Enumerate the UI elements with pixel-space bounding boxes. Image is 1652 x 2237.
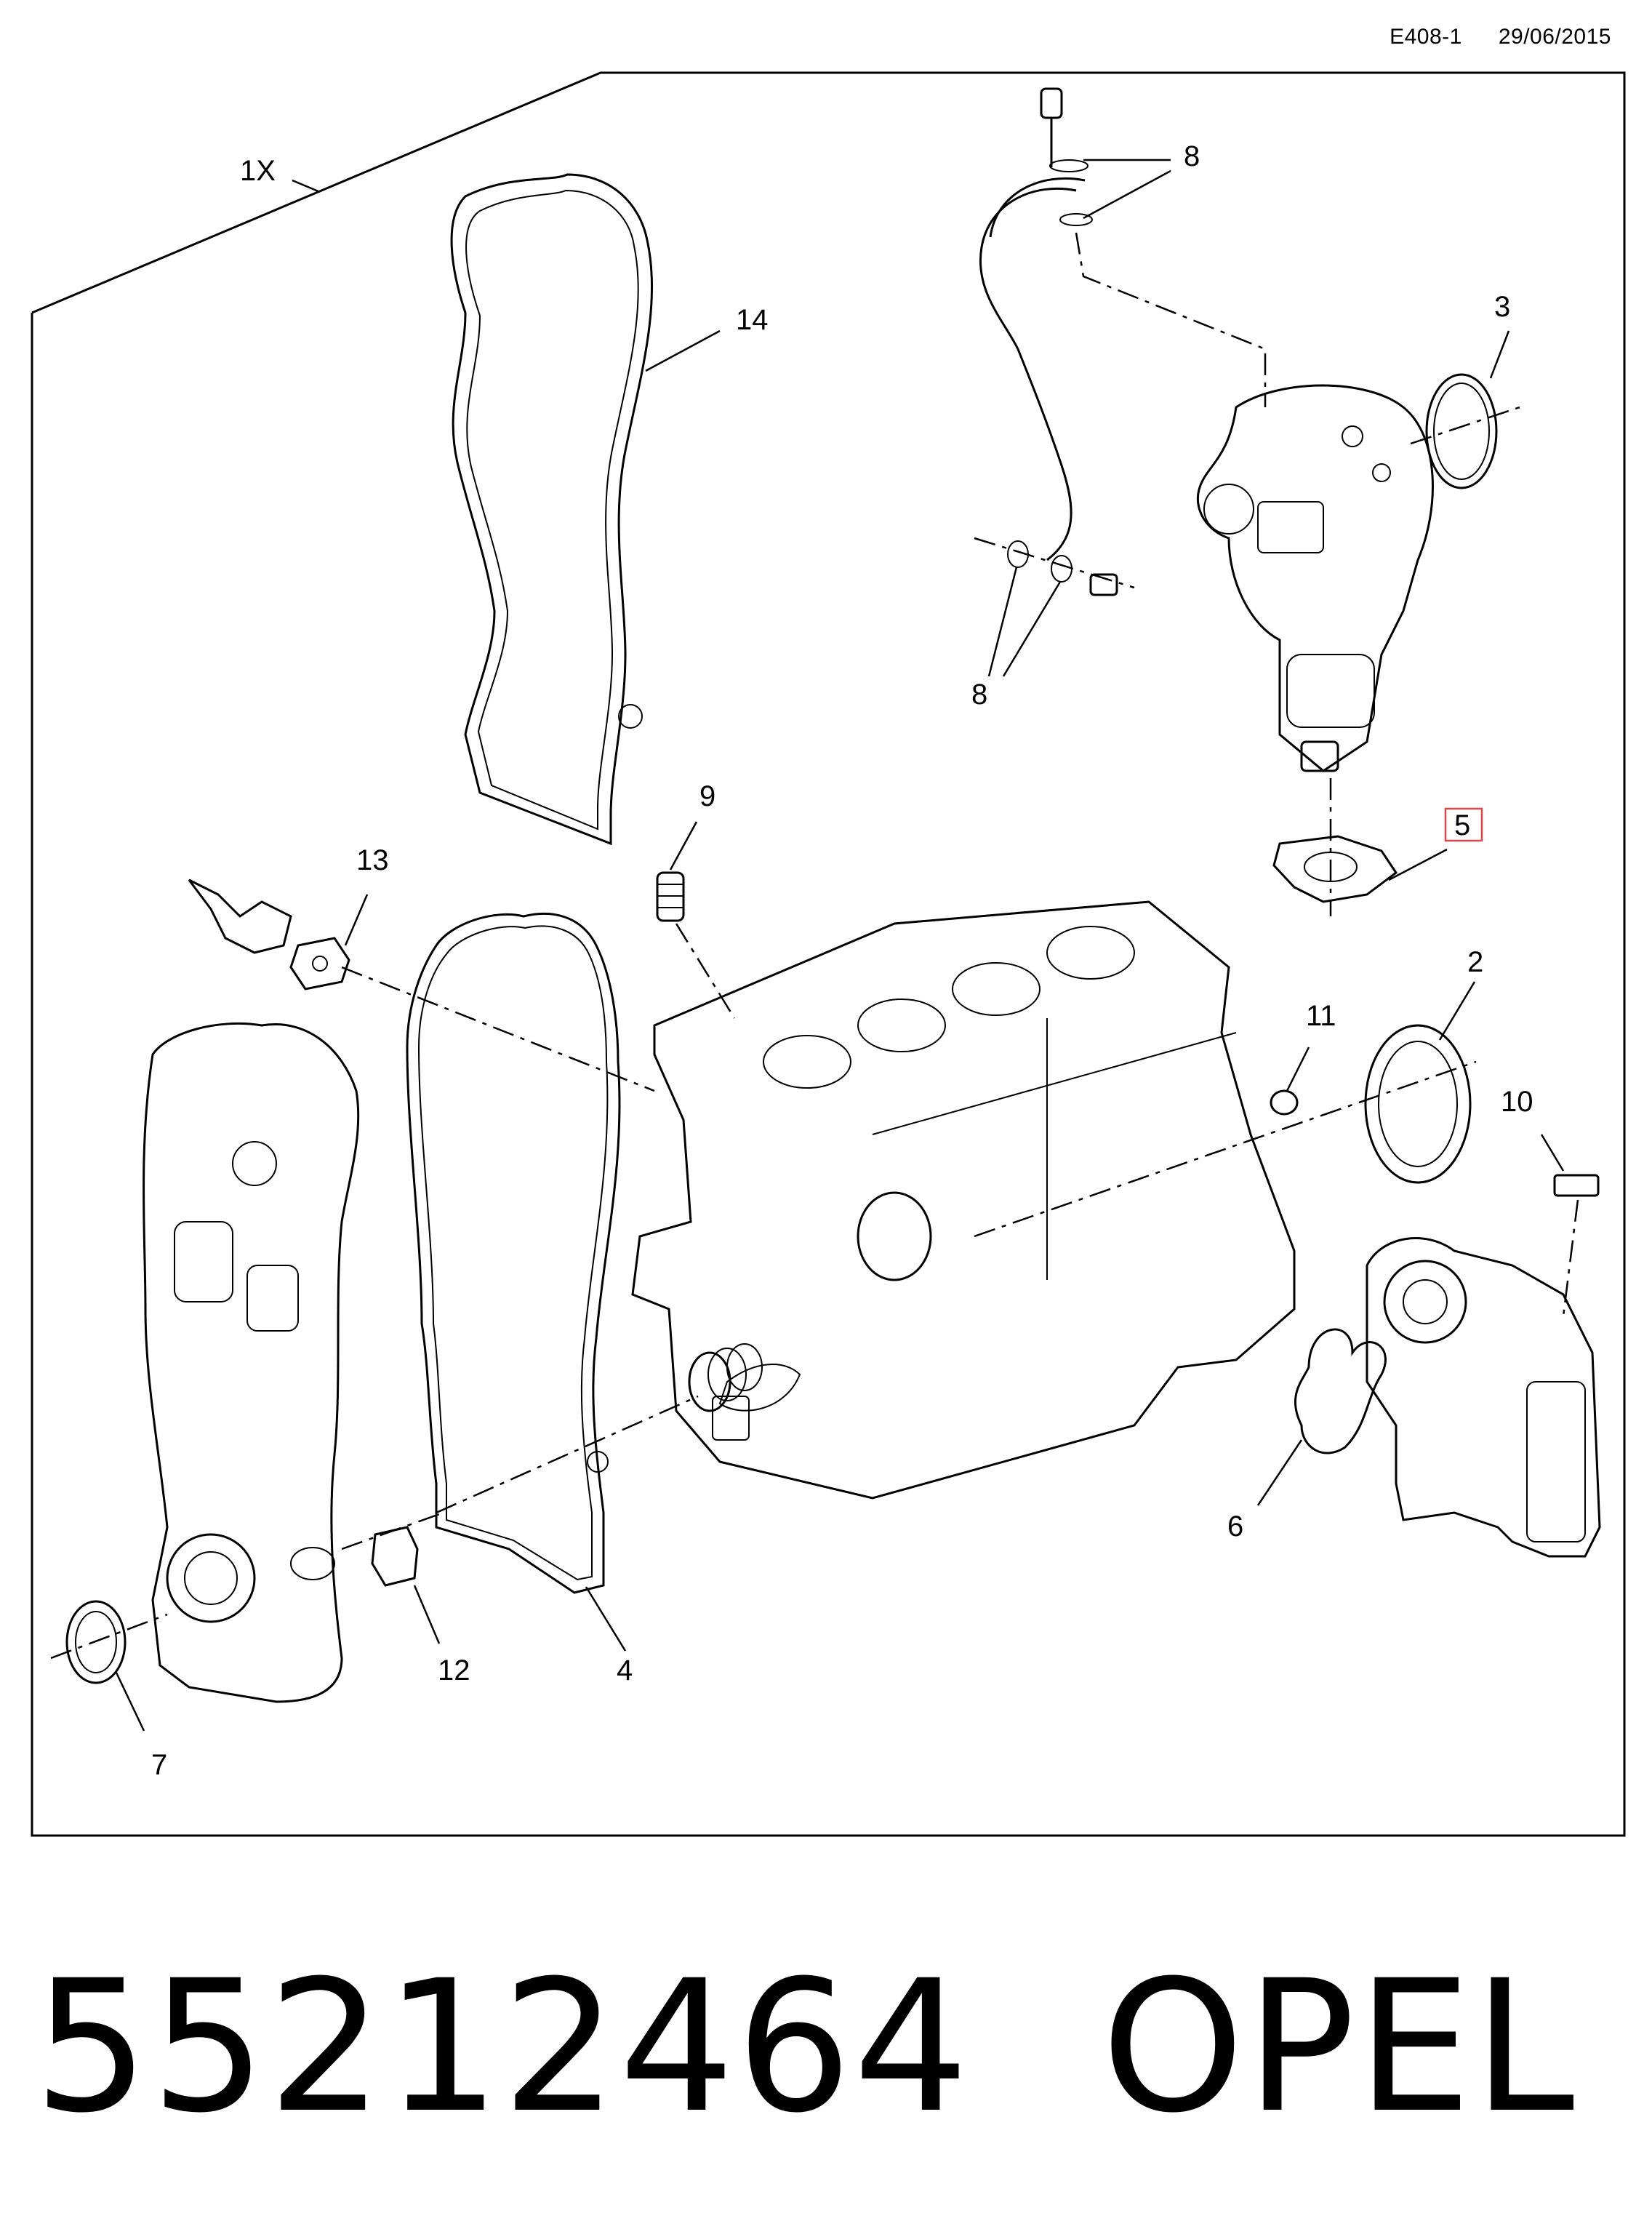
diagram-date: 29/06/2015 [1498, 25, 1611, 49]
leader-8b-1 [987, 567, 1018, 677]
leader-6 [1256, 1439, 1303, 1506]
callout-9: 9 [699, 780, 715, 812]
part-clip [1553, 1174, 1600, 1197]
axis-block-cover [436, 1395, 699, 1514]
callout-4: 4 [617, 1654, 633, 1686]
part-front-timing-cover [143, 1022, 360, 1703]
part-crank-seal-right [1364, 1024, 1472, 1184]
leader-13 [344, 894, 369, 946]
part-sealing-ring [1425, 373, 1498, 489]
callout-2: 2 [1467, 946, 1483, 978]
part-oil-filter-housing [1366, 1237, 1601, 1558]
part-timing-cover-gasket-top [450, 173, 654, 846]
part-number: 55212464 [33, 1941, 971, 2153]
leader-2 [1438, 981, 1476, 1041]
callout-5: 5 [1454, 809, 1470, 841]
axis-cover-gasket [341, 1511, 444, 1550]
part-engine-block [631, 900, 1296, 1500]
leader-14 [645, 329, 721, 372]
part-crank-seal-left [65, 1600, 127, 1684]
axis-pipe [341, 966, 655, 1092]
callout-3: 3 [1494, 291, 1510, 323]
callout-7: 7 [151, 1749, 167, 1781]
leader-11 [1286, 1047, 1310, 1092]
axis-right-side [974, 1060, 1477, 1238]
assembly-frame [31, 71, 1626, 1837]
axis-filter-clip [1562, 1199, 1579, 1317]
callout-8-top: 8 [1184, 140, 1200, 172]
part-pump-assembly [1196, 384, 1434, 772]
leader-1x [292, 179, 321, 193]
leader-3 [1489, 330, 1510, 379]
axis-hose-bolt [974, 537, 1135, 589]
leader-8a-2 [1083, 169, 1171, 220]
callout-12: 12 [438, 1654, 470, 1686]
callout-13: 13 [356, 844, 389, 876]
axis-spring [675, 923, 736, 1019]
part-filter-gasket [1294, 1328, 1387, 1454]
callout-5-highlight-box [1444, 807, 1483, 842]
callout-6: 6 [1227, 1510, 1243, 1542]
callout-8-bottom: 8 [971, 679, 987, 711]
axis-sensor [1075, 232, 1267, 407]
leader-7 [115, 1672, 145, 1732]
part-o-ring [1270, 1089, 1299, 1116]
exploded-parts-diagram: 1X 14 8 3 8 5 9 13 2 11 10 6 12 4 7 [31, 71, 1626, 1837]
leader-8b-2 [1002, 581, 1062, 677]
part-pump-gasket [1272, 835, 1398, 903]
brand-name: OPEL [1101, 1941, 1576, 2153]
diagram-header: E408-1 29/06/2015 [1353, 25, 1611, 49]
part-crankshaft-nose [688, 1343, 763, 1412]
axis-seal-left [50, 1613, 168, 1660]
callout-1x: 1X [240, 155, 276, 187]
leader-10 [1540, 1134, 1565, 1172]
callout-11: 11 [1306, 1000, 1336, 1032]
leader-12 [413, 1585, 441, 1644]
callout-14: 14 [736, 304, 769, 336]
callout-10: 10 [1501, 1086, 1533, 1118]
diagram-code: E408-1 [1390, 25, 1462, 49]
leader-4 [585, 1586, 627, 1652]
leader-5 [1388, 848, 1448, 881]
part-sensor-hose [979, 87, 1118, 596]
part-pipe-gasket [188, 879, 350, 991]
axis-pump-ring [1410, 406, 1520, 445]
part-timing-cover-gasket-lower [406, 912, 621, 1594]
leader-9 [669, 821, 698, 871]
part-small-gasket [371, 1526, 419, 1587]
part-bolt-spring [656, 871, 685, 922]
